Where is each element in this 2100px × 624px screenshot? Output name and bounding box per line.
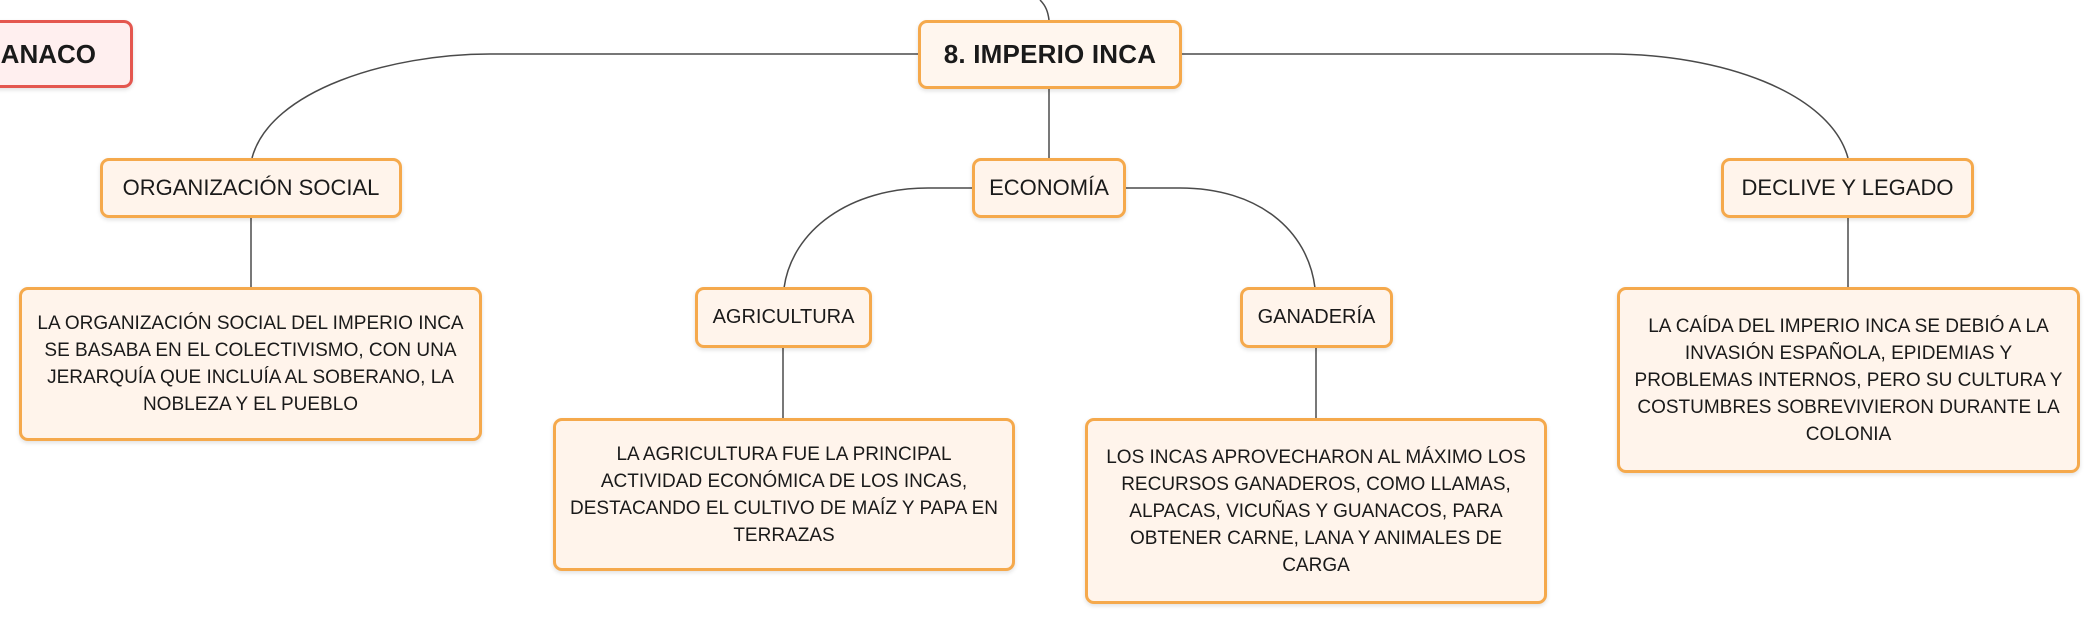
detail-text: LA AGRICULTURA FUE LA PRINCIPAL ACTIVIDA… — [570, 443, 998, 546]
branch-title: DECLIVE Y LEGADO — [1741, 175, 1954, 200]
detail-organizacion-social[interactable]: LA ORGANIZACIÓN SOCIAL DEL IMPERIO INCA … — [19, 287, 482, 441]
subbranch-title: AGRICULTURA — [712, 306, 855, 328]
previous-topic-label: UANACO — [0, 38, 96, 69]
detail-agricultura[interactable]: LA AGRICULTURA FUE LA PRINCIPAL ACTIVIDA… — [553, 418, 1015, 571]
detail-declive-legado[interactable]: LA CAÍDA DEL IMPERIO INCA SE DEBIÓ A LA … — [1617, 287, 2080, 473]
branch-organizacion-social[interactable]: ORGANIZACIÓN SOCIAL — [100, 158, 402, 218]
subbranch-agricultura[interactable]: AGRICULTURA — [695, 287, 872, 348]
subbranch-title: GANADERÍA — [1257, 306, 1376, 328]
previous-topic-node[interactable]: UANACO — [0, 20, 133, 88]
connector-root-social — [251, 53, 920, 159]
root-node[interactable]: 8. IMPERIO INCA — [918, 20, 1182, 89]
branch-title: ORGANIZACIÓN SOCIAL — [122, 175, 380, 200]
connector-economia-agricultura — [783, 187, 973, 289]
connector-incoming — [1039, 0, 1050, 21]
branch-declive-legado[interactable]: DECLIVE Y LEGADO — [1721, 158, 1974, 218]
detail-text: LOS INCAS APROVECHARON AL MÁXIMO LOS REC… — [1106, 446, 1526, 576]
branch-economia[interactable]: ECONOMÍA — [972, 158, 1126, 218]
subbranch-ganaderia[interactable]: GANADERÍA — [1240, 287, 1393, 348]
detail-text: LA ORGANIZACIÓN SOCIAL DEL IMPERIO INCA … — [37, 313, 464, 415]
detail-text: LA CAÍDA DEL IMPERIO INCA SE DEBIÓ A LA … — [1634, 315, 2063, 445]
connector-root-declive — [1180, 53, 1849, 159]
root-title: 8. IMPERIO INCA — [943, 39, 1157, 69]
detail-ganaderia[interactable]: LOS INCAS APROVECHARON AL MÁXIMO LOS REC… — [1085, 418, 1547, 604]
connector-economia-ganaderia — [1125, 187, 1316, 289]
branch-title: ECONOMÍA — [989, 175, 1109, 200]
